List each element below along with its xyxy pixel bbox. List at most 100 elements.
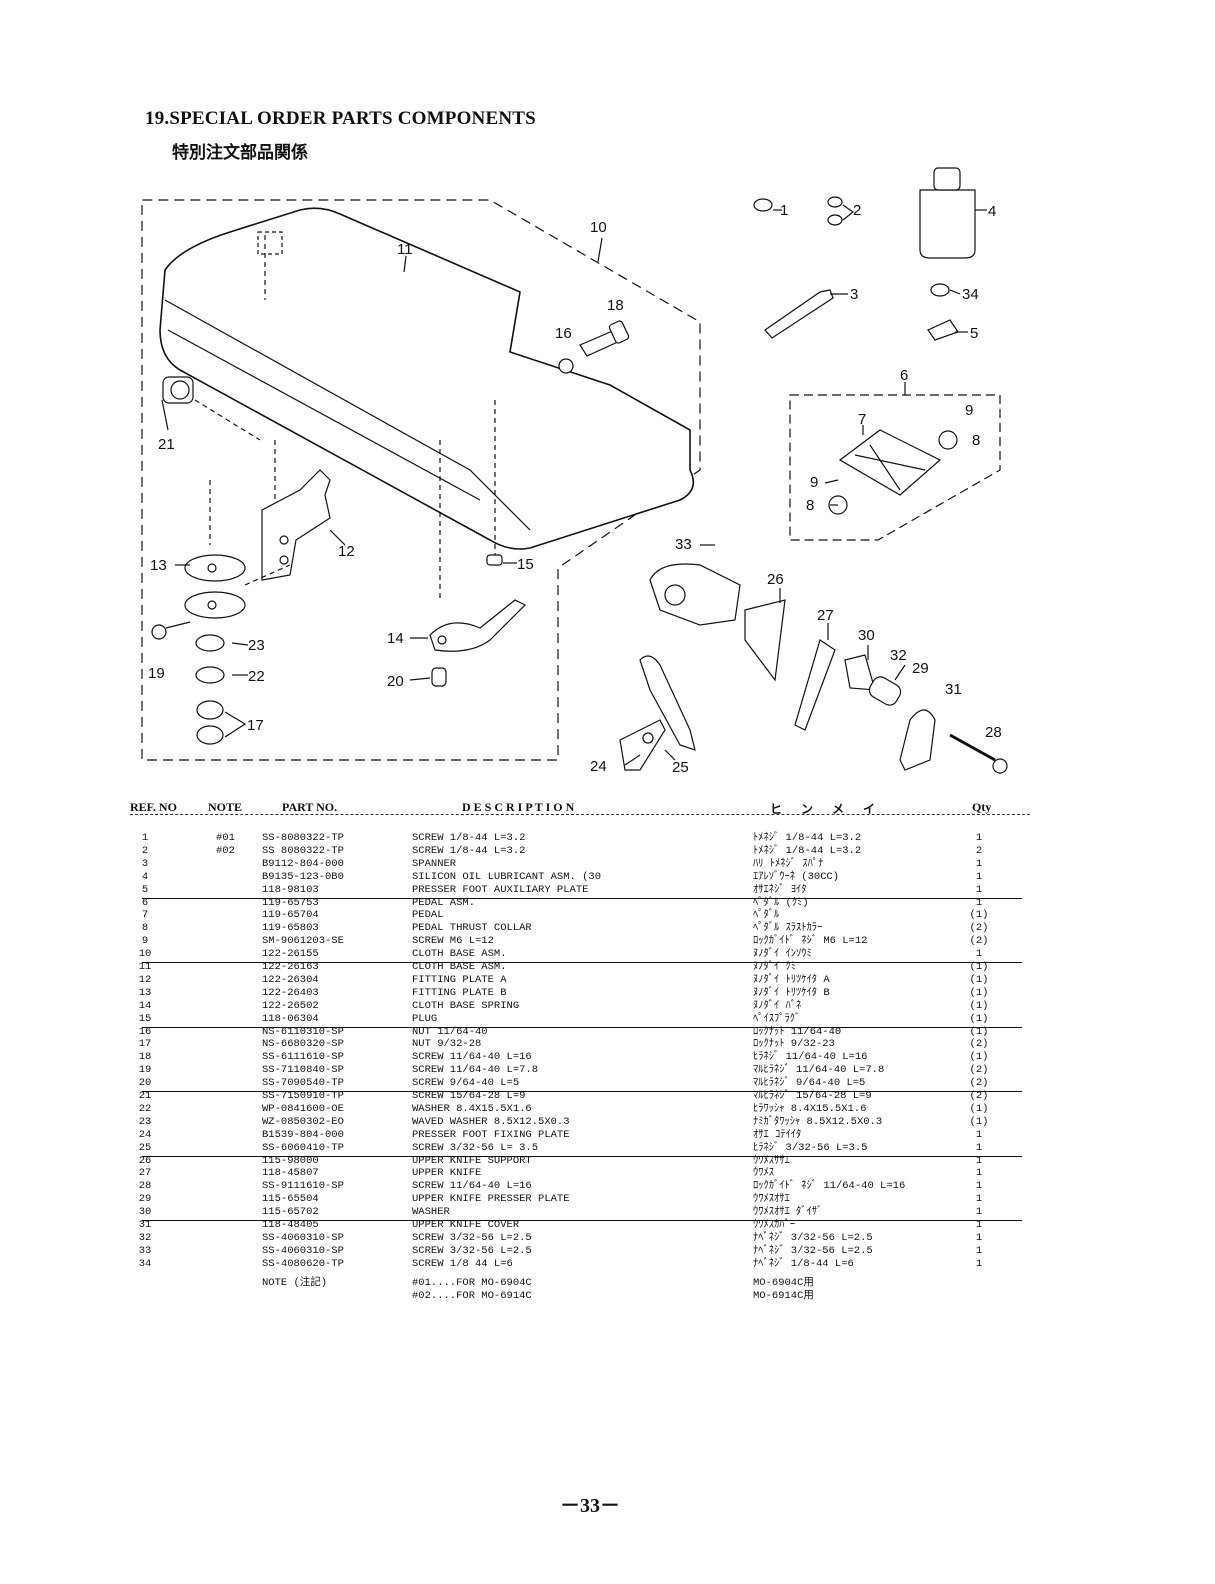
cell-desc: SCREW 1/8-44 L=3.2 [412, 832, 526, 844]
header-kana: ヒ ン メ イ [770, 802, 884, 816]
cell-kana: ﾇﾉﾀﾞｲ ﾊﾞﾈ [753, 999, 802, 1012]
cell-part: SS-4080620-TP [262, 1257, 344, 1270]
cell-desc: CLOTH BASE ASM. [412, 948, 507, 961]
callout-label: 24 [590, 758, 607, 775]
cell-qty: (1) [969, 999, 989, 1012]
header-note: NOTE [208, 800, 243, 814]
cell-qty: 1 [975, 1257, 983, 1270]
cell-ref: 4 [141, 870, 149, 883]
cell-note: #01 [216, 832, 235, 844]
cell-qty: (1) [969, 1115, 989, 1128]
callout-label: 9 [810, 474, 818, 491]
cell-qty: 1 [975, 1219, 983, 1231]
page-number: －33－ [560, 1495, 620, 1517]
cell-desc: SCREW 3/32-56 L=2.5 [412, 1231, 532, 1244]
cell-ref: 11 [138, 961, 152, 973]
cell-kana: ﾛｯｸﾅｯﾄ 11/64-40 [753, 1025, 842, 1038]
cell-qty: 1 [975, 1154, 983, 1167]
group-separator [142, 1220, 1022, 1221]
cell-kana: ﾅﾐｶﾞﾀﾜｯｼｬ 8.5X12.5X0.3 [753, 1115, 883, 1128]
cell-kana: ﾅﾍﾞﾈｼﾞ 3/32-56 L=2.5 [753, 1231, 873, 1244]
cell-ref: 17 [138, 1038, 152, 1051]
cell-ref: 2 [141, 844, 149, 857]
cell-qty: 1 [975, 896, 983, 909]
callout-label: 16 [555, 325, 572, 342]
cell-part: 118-98103 [262, 883, 319, 896]
cell-desc: PEDAL ASM. [412, 896, 476, 909]
callout-label: 6 [900, 367, 908, 384]
cell-kana: ﾍﾟﾀﾞﾙ (ｸﾐ) [753, 896, 809, 909]
cell-desc: CLOTH BASE SPRING [412, 999, 520, 1012]
callout-label: 17 [247, 717, 264, 734]
cell-qty: (2) [969, 1064, 989, 1077]
cell-desc: SCREW 1/8-44 L=3.2 [412, 844, 526, 857]
cell-kana: ﾋﾗﾜｯｼｬ 8.4X15.5X1.6 [753, 1102, 867, 1115]
cell-desc: UPPER KNIFE [412, 1167, 482, 1180]
cell-part: B1539-804-000 [262, 1128, 344, 1141]
cell-qty: (2) [969, 1090, 989, 1102]
cell-part: 122-26163 [262, 961, 319, 973]
cell-part: SS-4060310-SP [262, 1231, 344, 1244]
cell-kana: ﾛｯｸｶﾞｲﾄﾞ ﾈｼﾞ 11/64-40 L=16 [753, 1180, 906, 1193]
cell-part: 122-26403 [262, 986, 319, 999]
group-separator [142, 1091, 1022, 1092]
cell-part: SS-6060410-TP [262, 1141, 344, 1154]
cell-qty: (1) [969, 973, 989, 986]
cell-qty: (2) [969, 935, 989, 948]
callout-label: 21 [158, 436, 175, 453]
callout-label: 20 [387, 673, 404, 690]
cell-part: SS-7090540-TP [262, 1077, 344, 1090]
callout-label: 8 [972, 432, 980, 449]
cell-desc: NUT 11/64-40 [412, 1025, 488, 1038]
cell-qty: (2) [969, 1077, 989, 1090]
cell-part: SS-4060310-SP [262, 1244, 344, 1257]
cell-desc: UPPER KNIFE COVER [412, 1219, 520, 1231]
cell-ref: 27 [138, 1167, 152, 1180]
cell-part: SS-8080322-TP [262, 832, 344, 844]
callout-label: 19 [148, 665, 165, 682]
cell-part: WP-0841600-OE [262, 1102, 344, 1115]
cell-ref: 33 [138, 1244, 152, 1257]
cell-kana: ﾅﾍﾞﾈｼﾞ 1/8-44 L=6 [753, 1257, 854, 1270]
cell-desc: SCREW 3/32-56 L=2.5 [412, 1244, 532, 1257]
cell-desc: PRESSER FOOT FIXING PLATE [412, 1128, 570, 1141]
cell-desc: NUT 9/32-28 [412, 1038, 482, 1051]
group-separator [142, 897, 1022, 899]
cell-qty: 1 [975, 1141, 983, 1154]
cell-ref: 31 [138, 1219, 152, 1231]
callout-label: 3 [850, 286, 858, 303]
cell-ref: 5 [141, 883, 149, 896]
cell-part: SS-7110840-SP [262, 1064, 344, 1077]
callout-label: 26 [767, 571, 784, 588]
cell-part: SS-9111610-SP [262, 1180, 344, 1193]
cell-note: #02 [216, 844, 235, 857]
callout-label: 2 [853, 202, 861, 219]
cell-part: 119-65803 [262, 922, 319, 935]
callout-label: 12 [338, 543, 355, 560]
callout-label: 22 [248, 668, 265, 685]
cell-qty: 1 [975, 1206, 983, 1219]
cell-kana: ﾍﾟﾀﾞﾙ ｽﾗｽﾄｶﾗｰ [753, 922, 823, 935]
cell-ref: 8 [141, 922, 149, 935]
cell-ref: 14 [138, 999, 152, 1012]
cell-part: 118-48405 [262, 1219, 319, 1231]
cell-kana: ﾇﾉﾀﾞｲ ﾄﾘﾂｹｲﾀ B [753, 986, 830, 999]
cell-ref: 15 [138, 1012, 152, 1025]
cell-qty: (1) [969, 961, 989, 973]
cell-desc: SCREW 11/64-40 L=16 [412, 1180, 532, 1193]
cell-desc: WASHER [412, 1206, 450, 1219]
